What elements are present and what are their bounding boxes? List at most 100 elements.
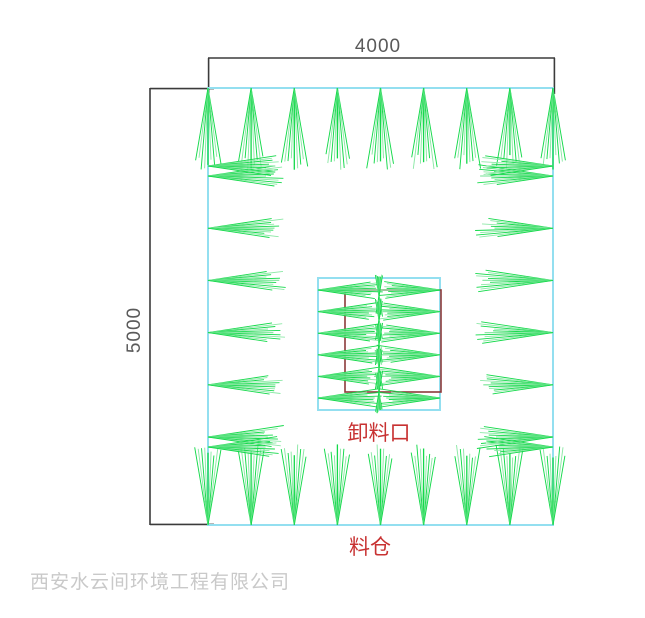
- aerator-center-left-3: [317, 345, 383, 364]
- aerator-ray: [378, 349, 383, 369]
- aerator-center-up-1: [374, 298, 383, 321]
- aerator-ray: [380, 87, 392, 168]
- aerator-ray: [502, 448, 511, 526]
- aerator-center-up-0: [374, 274, 383, 297]
- aerator-ray: [411, 87, 425, 158]
- aerator-bottom-1: [237, 444, 265, 526]
- aerator-corner-2: [207, 436, 279, 457]
- aerator-ray: [383, 311, 441, 321]
- aerator-ray: [552, 87, 566, 161]
- aerator-ray: [552, 455, 557, 526]
- aerator-center-right-5: [374, 387, 441, 408]
- aerator-ray: [207, 227, 270, 238]
- aerator-ray: [376, 87, 381, 163]
- aerator-center-right-1: [378, 302, 441, 321]
- aerator-ray: [317, 397, 377, 408]
- aerator-ray: [317, 354, 373, 364]
- label-material-bin: 料仓: [349, 535, 391, 559]
- aerator-ray: [377, 375, 441, 387]
- aerator-top-8: [540, 87, 566, 170]
- aerator-ray: [293, 456, 307, 526]
- aerator-ray: [466, 453, 471, 526]
- aerator-ray: [370, 452, 381, 526]
- aerator-corner-3: [484, 436, 554, 458]
- aerator-ray: [207, 165, 272, 176]
- aerator-bottom-5: [410, 444, 436, 526]
- aerator-ray: [542, 449, 554, 526]
- aerator-ray: [317, 375, 369, 385]
- aerator-ray: [250, 455, 255, 526]
- aerator-ray: [207, 449, 222, 526]
- aerator-top-7: [495, 87, 523, 170]
- aerator-center-left-5: [317, 388, 383, 408]
- aerator-bottom-2: [280, 444, 307, 526]
- aerator-center-down-4: [375, 391, 383, 414]
- dimension-label-width: 4000: [355, 36, 401, 57]
- aerator-ray: [414, 455, 425, 526]
- aerator-ray: [207, 384, 270, 395]
- aerator-ray: [375, 391, 380, 412]
- aerator-ray: [207, 332, 268, 343]
- aerator-top-6: [454, 87, 482, 170]
- aerator-ray: [327, 87, 338, 164]
- center-aerator-layer: [317, 274, 441, 414]
- aerator-ray: [497, 227, 554, 238]
- label-discharge-port: 卸料口: [348, 421, 411, 445]
- aerator-ray: [379, 397, 441, 408]
- aerator-ray: [416, 444, 425, 526]
- aerator-ray: [423, 87, 438, 168]
- aerator-ray: [380, 455, 387, 526]
- aerator-ray: [207, 87, 216, 168]
- aerator-ray: [366, 87, 381, 169]
- aerator-ray: [380, 87, 388, 170]
- aerator-ray: [250, 449, 265, 526]
- aerator-bottom-3: [323, 444, 350, 526]
- aerator-center-right-0: [376, 281, 441, 299]
- aerator-ray: [197, 448, 209, 526]
- aerator-left-5: [207, 425, 284, 448]
- aerator-ray: [317, 311, 369, 320]
- aerator-ray: [336, 87, 345, 169]
- aerator-ray: [250, 87, 258, 160]
- aerator-center-up-3: [375, 346, 383, 369]
- aerator-ray: [201, 448, 209, 526]
- aerator-ray: [325, 87, 338, 155]
- aerator-top-5: [411, 87, 438, 170]
- aerator-ray: [367, 453, 381, 526]
- aerator-ray: [247, 87, 252, 170]
- aerator-ray: [466, 87, 477, 158]
- aerator-center-left-1: [317, 302, 383, 320]
- aerator-ray: [330, 87, 338, 162]
- aerator-ray: [390, 354, 441, 363]
- aerator-ray: [542, 87, 554, 168]
- aerator-ray: [250, 444, 259, 526]
- aerator-ray: [456, 445, 468, 526]
- aerator-ray: [492, 384, 554, 395]
- aerator-ray: [333, 87, 338, 162]
- aerator-ray: [207, 175, 275, 187]
- aerator-ray: [495, 445, 511, 526]
- aerator-ray: [466, 87, 474, 162]
- aerator-corner-1: [481, 155, 554, 176]
- aerator-ray: [552, 87, 563, 162]
- aerator-ray: [287, 87, 295, 162]
- aerator-ray: [423, 455, 428, 526]
- aerator-left-4: [207, 375, 283, 395]
- dimension-label-height: 5000: [124, 307, 145, 353]
- aerator-ray: [410, 452, 425, 526]
- aerator-ray: [549, 87, 554, 159]
- aerator-ray: [293, 449, 305, 526]
- aerator-bottom-7: [495, 445, 524, 526]
- aerator-ray: [454, 87, 468, 159]
- aerator-ray: [378, 322, 384, 345]
- aerator-ray: [457, 87, 468, 158]
- aerator-ray: [290, 87, 295, 159]
- aerator-ray: [195, 87, 209, 161]
- aerator-ray: [207, 455, 215, 526]
- aerator-ray: [194, 447, 209, 526]
- aerator-ray: [466, 87, 482, 169]
- aerator-ray: [423, 456, 436, 526]
- aerator-ray: [336, 448, 342, 526]
- aerator-ray: [250, 87, 262, 167]
